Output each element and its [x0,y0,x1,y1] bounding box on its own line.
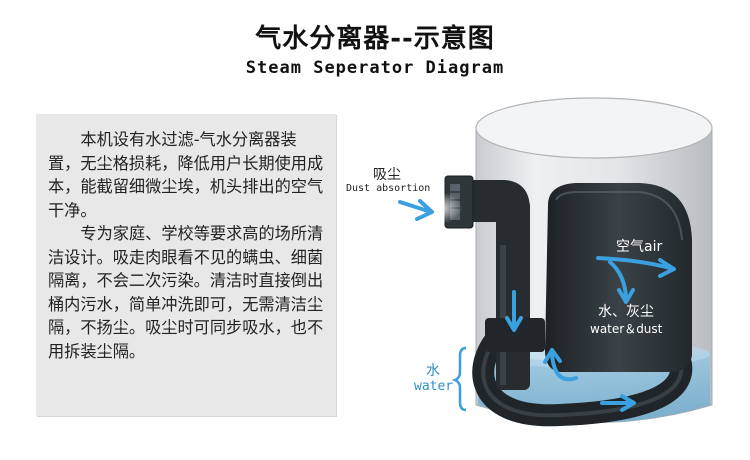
water-label-cn: 水 [426,360,440,380]
dust-label-en: Dust absortion [346,183,430,194]
air-label: 空气air [616,236,662,256]
dust-label-cn: 吸尘 [373,164,401,184]
motor-housing [545,183,692,372]
water-dust-label-en: water＆dust [590,320,662,337]
water-dust-label-cn: 水、灰尘 [598,301,654,321]
water-level-bracket [455,348,466,410]
water-label-en: water [414,379,453,394]
